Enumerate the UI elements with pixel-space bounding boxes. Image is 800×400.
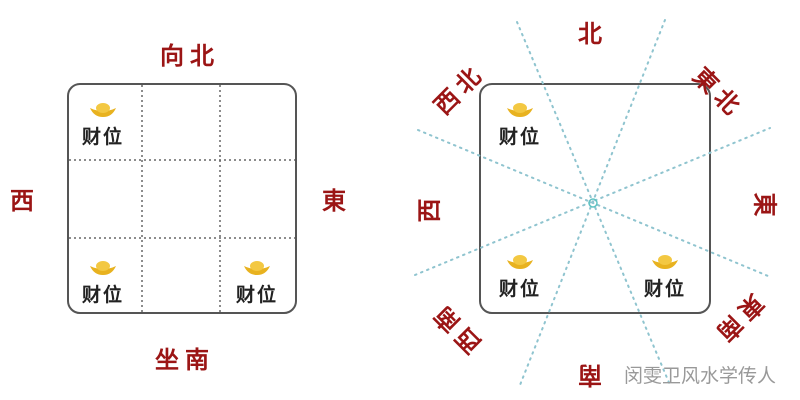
wealth-position-se-right: 财位 (630, 252, 700, 301)
left-south-label: 坐南 (155, 346, 215, 374)
wealth-label: 财位 (81, 284, 124, 306)
left-room-outline (67, 83, 297, 314)
watermark: 闵雯卫风水学传人 (624, 365, 777, 387)
right-west-label: 西 (415, 192, 444, 223)
left-east-label: 東 (322, 187, 352, 215)
wealth-position-nw-left: 财位 (68, 100, 138, 149)
right-direction-rays (414, 19, 771, 386)
gold-ingot-icon (90, 103, 116, 117)
gold-ingot-icon (90, 261, 116, 275)
gold-ingot-icon (507, 103, 533, 117)
wealth-position-sw-left: 财位 (68, 258, 138, 307)
wealth-label: 财位 (235, 284, 278, 306)
wealth-position-se-left: 财位 (222, 258, 292, 307)
gold-ingot-icon (652, 255, 678, 269)
right-room-outline (479, 83, 711, 314)
left-north-label: 向北 (160, 42, 220, 70)
center-point (588, 198, 598, 208)
wealth-label: 财位 (498, 126, 541, 148)
wealth-label: 财位 (498, 278, 541, 300)
wealth-label: 财位 (81, 126, 124, 148)
right-east-label: 東 (750, 192, 779, 223)
right-north-label: 北 (578, 20, 608, 48)
right-south-label: 南 (572, 361, 602, 389)
wealth-label: 财位 (643, 278, 686, 300)
gold-ingot-icon (244, 261, 270, 275)
gold-ingot-icon (507, 255, 533, 269)
wealth-position-sw-right: 财位 (485, 252, 555, 301)
wealth-position-nw-right: 财位 (485, 100, 555, 149)
left-west-label: 西 (10, 187, 40, 215)
